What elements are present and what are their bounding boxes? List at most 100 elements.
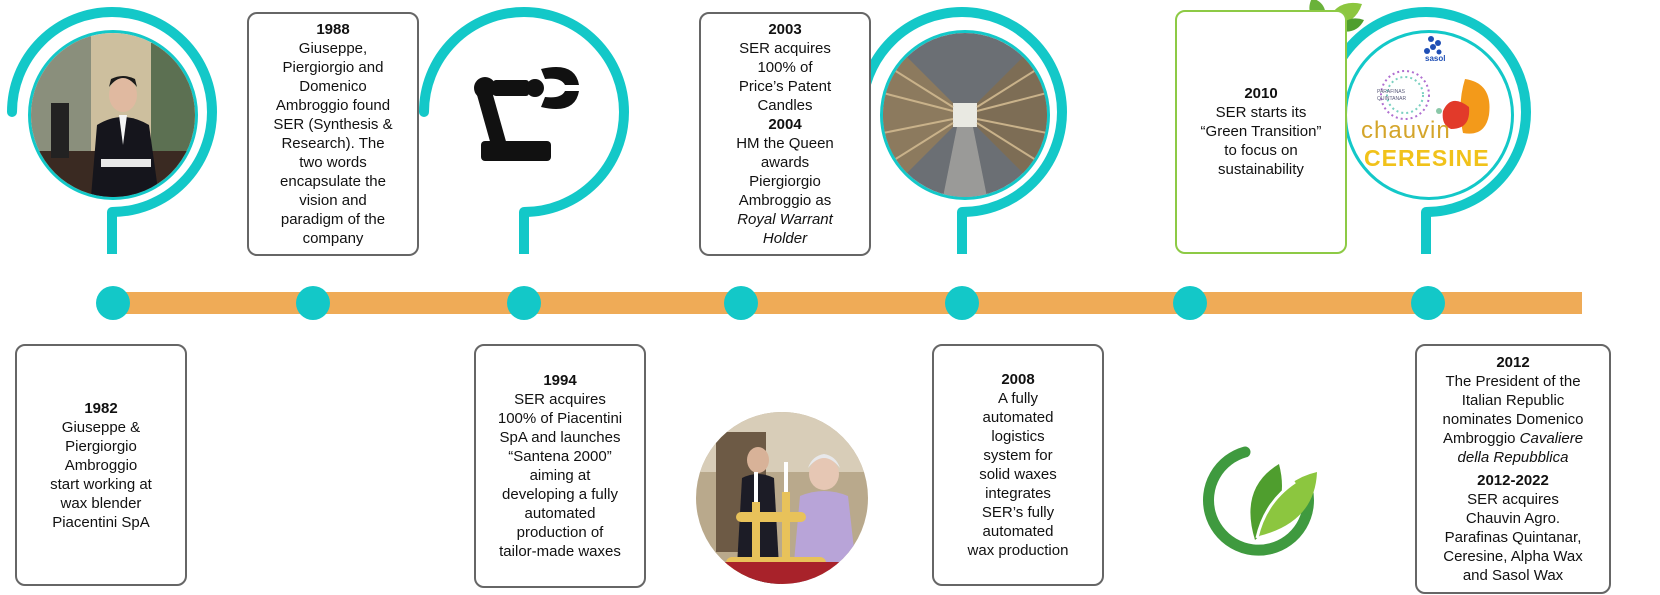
event-line: SpA and launches [499, 429, 621, 446]
event-line: “Green Transition” [1200, 123, 1322, 140]
timeline-dot-1988 [296, 286, 330, 320]
event-line-mixed: Ambroggio Cavaliere [1443, 429, 1583, 448]
event-line: production of [516, 524, 604, 541]
event-line: to focus on [1224, 142, 1298, 159]
event-line: and Sasol Wax [1462, 567, 1564, 584]
event-line: SER starts its [1215, 104, 1307, 121]
timeline-dot-1982 [96, 286, 130, 320]
event-line: Piergiorgio [65, 437, 137, 455]
event-line: HM the Queen [736, 135, 834, 152]
timeline-axis [112, 292, 1582, 314]
event-box-1994: 1994 SER acquires 100% of Piacentini SpA… [474, 344, 646, 588]
event-line: paradigm of the [280, 211, 386, 228]
photo-queen-award [696, 412, 868, 584]
event-line: system for [983, 447, 1053, 464]
event-line: wax production [967, 542, 1069, 559]
photo-automated-warehouse [880, 30, 1050, 200]
event-line: integrates [985, 485, 1051, 502]
event-line: Italian Republic [1461, 392, 1565, 409]
pin-stem-2012 [1421, 212, 1431, 254]
event-line: automated [982, 409, 1054, 426]
quintanar-logo-text: QUINTANAR [1377, 96, 1407, 102]
event-line: logistics [991, 428, 1045, 445]
event-line: SER (Synthesis & [273, 116, 393, 133]
pin-arcs [7, 7, 1531, 254]
event-line: encapsulate the [280, 173, 386, 190]
event-box-1982: 1982 Giuseppe & Piergiorgio Ambroggio st… [15, 344, 187, 586]
event-box-2010: 2010 SER starts its “Green Transition” t… [1175, 10, 1347, 254]
event-line: company [302, 230, 364, 247]
event-year: 2012 [1496, 354, 1530, 371]
axis-end-block [1502, 292, 1520, 314]
event-line: Price’s Patent [738, 78, 832, 95]
event-line: vision and [299, 192, 367, 209]
event-line: “Santena 2000” [508, 448, 612, 465]
pin-arc-1982 [7, 7, 217, 217]
event-line: Ambroggio [64, 456, 138, 474]
event-line: Giuseppe & [61, 418, 141, 436]
event-line: SER’s fully [981, 504, 1055, 521]
event-line: The President of the [1445, 373, 1581, 390]
event-line: 100% of [757, 59, 813, 76]
event-line: automated [982, 523, 1054, 540]
event-box-2012: 2012 The President of the Italian Republ… [1415, 344, 1611, 594]
timeline-dot-2008 [945, 286, 979, 320]
timeline-dot-2010 [1173, 286, 1207, 320]
event-line: Ambroggio as [738, 192, 832, 209]
event-line: Candles [757, 97, 813, 114]
event-line: automated [524, 505, 596, 522]
event-line: SER acquires [739, 40, 831, 57]
axis-end-block [1524, 292, 1542, 314]
pin-stem-1982 [107, 212, 117, 254]
event-line: Piergiorgio [749, 173, 821, 190]
event-line: nominates Domenico [1442, 411, 1584, 428]
ceresine-logo-text: CERESINE [1364, 145, 1490, 171]
event-year-2004: 2004 [768, 116, 802, 133]
robot-arm-icon [442, 30, 612, 200]
event-line: Domenico [299, 78, 367, 95]
pin-stem-1994 [519, 212, 529, 254]
axis-end-block [1546, 292, 1562, 314]
event-line-italic: Royal Warrant [737, 211, 833, 228]
pin-arc-1994 [419, 7, 629, 217]
photo-man-at-desk [28, 30, 198, 200]
event-line: developing a fully [502, 486, 618, 503]
event-line: SER acquires [1467, 491, 1559, 508]
event-line: solid waxes [979, 466, 1057, 483]
event-year-2012-2022: 2012-2022 [1477, 472, 1549, 489]
event-year: 2003 [768, 21, 802, 38]
event-line: SER acquires [514, 391, 606, 408]
event-year: 2010 [1244, 85, 1278, 102]
event-line: Giuseppe, [298, 40, 368, 57]
event-text-plain: Ambroggio [1442, 430, 1520, 447]
event-line: aiming at [529, 467, 591, 484]
sasol-logo-text: sasol [1425, 54, 1446, 63]
pin-stem-2008 [957, 212, 967, 254]
event-year: 1988 [316, 21, 350, 38]
leaf-icon [1203, 446, 1317, 556]
timeline-dot-2012 [1411, 286, 1445, 320]
event-line: sustainability [1218, 161, 1304, 178]
event-line: Piacentini SpA [52, 513, 150, 531]
event-line: Ambroggio found [275, 97, 391, 114]
event-line-italic: Holder [762, 230, 808, 247]
event-line: A fully [997, 390, 1039, 407]
chauvin-logo-text: chauvin [1361, 117, 1451, 144]
event-text-italic: Cavaliere [1519, 430, 1584, 447]
event-line: awards [760, 154, 810, 171]
timeline-dot-2003 [724, 286, 758, 320]
event-box-1988: 1988 Giuseppe, Piergiorgio and Domenico … [247, 12, 419, 256]
event-line: tailor-made waxes [499, 543, 621, 560]
event-line-italic: della Repubblica [1457, 449, 1569, 466]
event-line: two words [299, 154, 367, 171]
event-line: wax blender [60, 494, 142, 512]
logos-acquisitions: sasol PARAFINAS QUINTANAR chauvin CERESI… [1344, 30, 1514, 200]
sasol-logo-mark [1424, 36, 1442, 55]
event-line: Research). The [281, 135, 385, 152]
event-year: 1994 [543, 372, 577, 389]
event-line: Parafinas Quintanar, [1444, 529, 1582, 546]
parafinas-logo-text: PARAFINAS [1377, 89, 1405, 95]
event-line: Piergiorgio and [282, 59, 384, 76]
event-line: Ceresine, Alpha Wax [1443, 548, 1583, 565]
event-year: 1982 [84, 399, 118, 417]
